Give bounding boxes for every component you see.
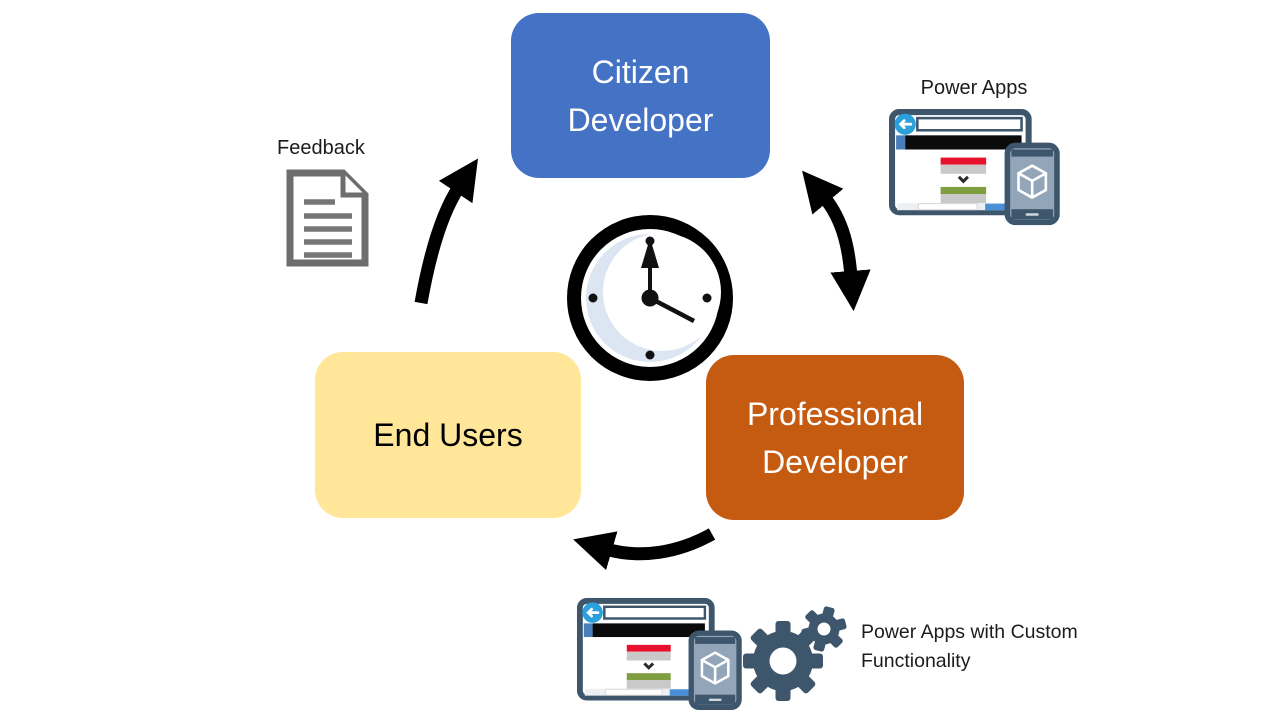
feedback-label: Feedback xyxy=(277,137,365,159)
power-apps-label: Power Apps xyxy=(920,77,1028,99)
node-end-users: End Users xyxy=(315,352,581,518)
node-citizen-developer-label: Citizen Developer xyxy=(567,53,714,138)
clock-icon xyxy=(567,215,733,381)
gears-icon xyxy=(743,606,847,701)
power-apps-custom-label: Power Apps with Custom Functionality xyxy=(861,621,1078,673)
arrow-two-way xyxy=(802,170,871,312)
node-end-users-label: End Users xyxy=(373,417,523,453)
arrow-to-endusers xyxy=(573,528,716,571)
power-apps-icon xyxy=(892,112,1057,222)
node-professional-developer: Professional Developer xyxy=(706,355,964,520)
document-icon xyxy=(286,169,369,267)
node-citizen-developer: Citizen Developer xyxy=(511,13,770,178)
power-apps-custom-icon xyxy=(580,601,739,707)
node-professional-developer-label: Professional Developer xyxy=(746,395,924,480)
arrow-feedback-up xyxy=(414,158,478,305)
